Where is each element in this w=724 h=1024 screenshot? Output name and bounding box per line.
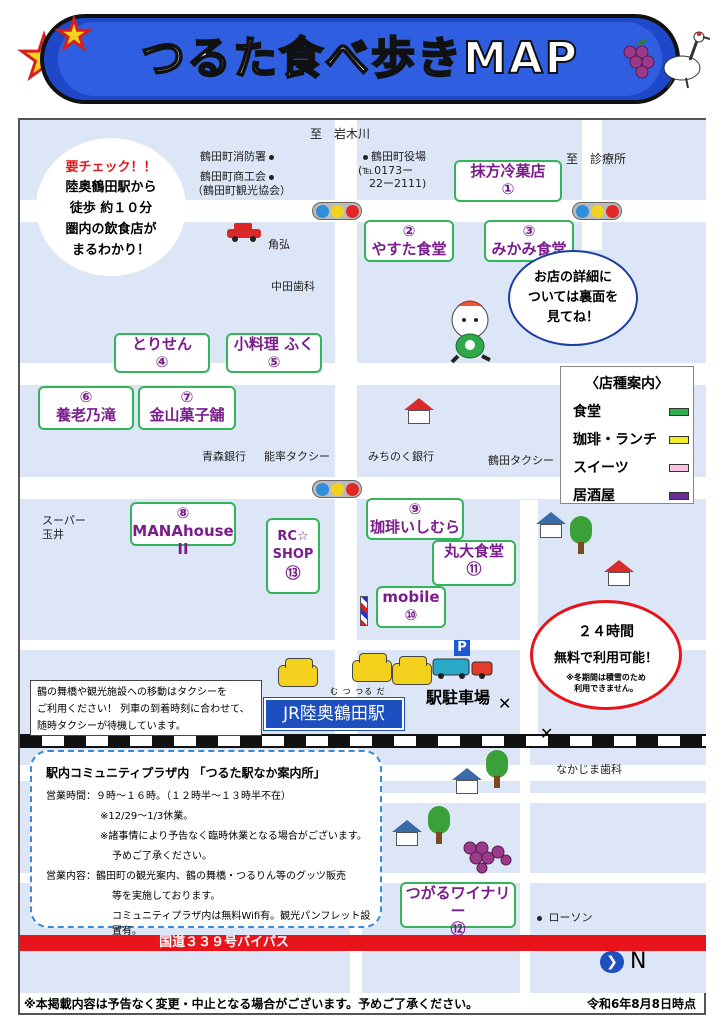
parking-speech-bubble: ２４時間 無料で利用可能！ ※冬期間は積雪のため 利用できません。 bbox=[530, 600, 682, 710]
north-arrow-icon: ❯ bbox=[600, 951, 624, 973]
tree-icon bbox=[486, 750, 508, 788]
star-icon: ★ bbox=[55, 11, 94, 60]
commerce-label: 鶴田町商工会 bbox=[200, 170, 266, 183]
railroad-crossing-icon: ✕ bbox=[540, 724, 554, 743]
road bbox=[20, 477, 706, 499]
info-closure: ※諸事情により予告なく臨時休業となる場合がございます。 bbox=[100, 831, 367, 842]
info-content: 営業内容：鶴田町の観光案内、鶴の舞橋・つるりん等のグッツ販売 bbox=[46, 871, 346, 882]
nakata-dental-label: 中田歯科 bbox=[271, 280, 315, 293]
mascot-speech-bubble: お店の詳細に ついては裏面を 見てね！ bbox=[508, 250, 638, 346]
mascot-icon bbox=[440, 298, 504, 364]
check-note-title: 要チェック！！ bbox=[65, 160, 157, 175]
legend-item: スイーツ bbox=[573, 457, 693, 477]
legend-item: 居酒屋 bbox=[573, 485, 693, 505]
legend-item: 珈琲・ランチ bbox=[573, 429, 693, 449]
parking-label: 駅駐車場 bbox=[426, 688, 491, 707]
house-icon bbox=[536, 512, 566, 538]
bypass-label: 国道３３９号バイパス bbox=[159, 935, 289, 950]
info-holiday: ※12/29～1/3休業。 bbox=[100, 811, 194, 822]
legend: 〈店種案内〉 食堂 珈琲・ランチ スイーツ 居酒屋 bbox=[560, 366, 694, 504]
road bbox=[360, 793, 706, 803]
grape-icon bbox=[620, 38, 658, 82]
house-icon bbox=[392, 820, 422, 846]
barber-pole-icon bbox=[360, 596, 368, 626]
info-content-2: 等を実施しております。 bbox=[112, 891, 221, 902]
traffic-signal bbox=[312, 480, 362, 498]
road bbox=[582, 120, 602, 250]
kakuhiro-label: 角弘 bbox=[268, 238, 290, 251]
tree-icon bbox=[428, 806, 450, 844]
parking-sign-icon: P bbox=[454, 640, 470, 656]
station-label: JR陸奥鶴田駅 bbox=[263, 697, 405, 731]
check-note-body: 陸奥鶴田駅から 徒歩 約１０分 圏内の飲食店が まるわかり！ bbox=[65, 180, 157, 258]
east-direction-label: 至 診療所 bbox=[566, 152, 627, 166]
north-direction-label: 至 岩木川 bbox=[310, 127, 371, 141]
traffic-signal bbox=[572, 202, 622, 220]
car-icon bbox=[225, 222, 263, 242]
supermarket-label: スーパー 玉井 bbox=[42, 514, 86, 541]
station-ruby: む つ つる だ bbox=[330, 687, 386, 696]
info-closure-2: 予めご了承ください。 bbox=[112, 851, 212, 862]
taxi-note: 鶴の舞橋や観光施設への移動はタクシーを ご利用ください！ 列車の到着時刻に合わせ… bbox=[30, 680, 262, 736]
footer-disclaimer: ※本掲載内容は予告なく変更・中止となる場合がございます。予めご了承ください。 bbox=[24, 997, 479, 1011]
house-icon bbox=[452, 768, 482, 794]
north-label: N bbox=[630, 949, 647, 974]
road bbox=[520, 500, 538, 740]
tree-icon bbox=[570, 516, 592, 554]
crane-icon bbox=[660, 30, 711, 90]
check-note: 要チェック！！ 陸奥鶴田駅から 徒歩 約１０分 圏内の飲食店が まるわかり！ bbox=[36, 138, 186, 276]
taxi-icon bbox=[278, 658, 318, 687]
town-office-label: 鶴田町役場 bbox=[371, 150, 426, 163]
fire-station-label: 鶴田町消防署 bbox=[200, 150, 266, 163]
michinoku-bank-label: みちのく銀行 bbox=[368, 450, 434, 463]
info-box: 駅内コミュニティプラザ内 「つるた駅なか案内所」 営業時間：９時～１６時。（１２… bbox=[30, 750, 382, 937]
taxi-icon bbox=[352, 653, 392, 682]
tourism-label: （鶴田町観光協会） bbox=[192, 184, 291, 197]
page-title: つるた食べ歩きMAP bbox=[140, 32, 580, 85]
footer-date: 令和6年8月8日時点 bbox=[586, 997, 696, 1011]
grape-icon bbox=[462, 838, 512, 874]
map: 国道３３９号バイパス 至 岩木川 至 診療所 鶴田町消防署 鶴田町役場 (℡01… bbox=[18, 118, 706, 995]
footer: ※本掲載内容は予告なく変更・中止となる場合がございます。予めご了承ください。 令… bbox=[18, 993, 706, 1015]
nakajima-dental-label: なかじま歯科 bbox=[556, 763, 622, 776]
tsuruta-taxi-label: 鶴田タクシー bbox=[488, 454, 554, 467]
legend-title: 〈店種案内〉 bbox=[585, 376, 669, 392]
railway bbox=[20, 734, 706, 748]
road bbox=[335, 120, 357, 770]
town-office-tel: (℡0173ー 22ー2111) bbox=[358, 164, 427, 190]
info-title: 駅内コミュニティプラザ内 「つるた駅なか案内所」 bbox=[46, 766, 326, 780]
info-hours: 営業時間：９時～１６時。（１２時半～１３時半不在） bbox=[46, 791, 291, 802]
legend-item: 食堂 bbox=[573, 401, 693, 421]
road bbox=[20, 200, 706, 222]
house-icon bbox=[604, 560, 634, 586]
traffic-signal bbox=[312, 202, 362, 220]
road bbox=[520, 745, 530, 995]
info-wifi: コミュニティプラザ内は無料Wifi有。観光パンフレット設置有。 bbox=[112, 911, 371, 937]
road bbox=[20, 640, 706, 650]
bypass-road bbox=[20, 935, 706, 951]
noai-taxi-label: 能率タクシー bbox=[264, 450, 330, 463]
taxi-icon bbox=[392, 656, 432, 685]
lawson-label: ローソン bbox=[548, 911, 593, 924]
bus-icon bbox=[432, 658, 494, 680]
railroad-crossing-icon: ✕ bbox=[498, 694, 512, 713]
house-icon bbox=[404, 398, 434, 424]
aomori-bank-label: 青森銀行 bbox=[202, 450, 246, 463]
